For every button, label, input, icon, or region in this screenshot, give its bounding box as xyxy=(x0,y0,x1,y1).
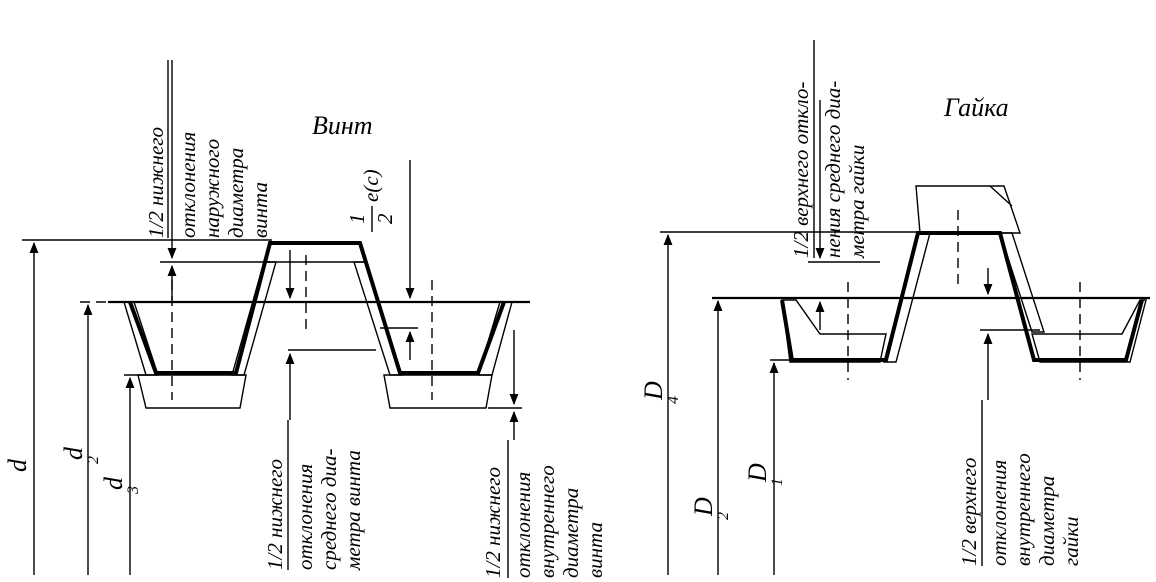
nut-crest-zone xyxy=(915,185,1021,234)
screw-profile xyxy=(22,60,530,575)
note-outer-line-5: винта xyxy=(248,182,272,238)
label-d: d xyxy=(3,458,32,472)
screw-nominal-profile xyxy=(128,241,506,375)
nut-note-mean: 1/2 верхнего откло- нения среднего диа- … xyxy=(789,81,869,259)
screw-root-left-zone xyxy=(137,374,247,409)
note-inner-line-4: диаметра xyxy=(559,488,583,578)
label-D4-main: D xyxy=(639,381,668,401)
nut-crest-break xyxy=(989,185,1013,207)
note-mean-dia: 1/2 нижнего отклонения среднего диа- мет… xyxy=(263,448,365,571)
label-D2-sub: 2 xyxy=(715,512,732,520)
note-outer-dia: 1/2 нижнего отклонения наружного диаметр… xyxy=(144,127,272,238)
note-outer-line-3: наружного xyxy=(200,139,224,238)
note-inner-line-2: отклонения xyxy=(511,472,535,578)
note-outer-line-2: отклонения xyxy=(176,132,200,238)
note-mean-line-4: метра винта xyxy=(341,450,365,571)
nut-note-inner-line-3: внутреннего xyxy=(1011,453,1035,566)
note-ec-num: 1 xyxy=(345,214,369,225)
nut-note-mean-line-2: нения среднего диа- xyxy=(821,81,845,258)
screw-title: Винт xyxy=(312,111,373,140)
nut-note-mean-line-3: метра гайки xyxy=(845,145,869,259)
note-mean-line-1: 1/2 нижнего xyxy=(263,459,287,570)
nut-note-inner: 1/2 верхнего отклонения внутреннего диам… xyxy=(957,453,1083,566)
nut-note-mean-line-1: 1/2 верхнего откло- xyxy=(789,82,813,258)
nut-root-left-zone xyxy=(781,299,887,363)
note-outer-line-1: 1/2 нижнего xyxy=(144,127,168,238)
note-mean-line-2: отклонения xyxy=(293,464,317,570)
screw-crest-zone xyxy=(263,242,367,263)
note-mean-line-3: среднего диа- xyxy=(317,448,341,570)
label-d3-sub: 3 xyxy=(125,486,142,495)
label-d3: d 3 xyxy=(99,476,142,495)
note-ec: 1 2 e(c) xyxy=(345,169,397,232)
note-outer-line-4: диаметра xyxy=(224,148,248,238)
note-inner-dia: 1/2 нижнего отклонения внутреннего диаме… xyxy=(481,465,607,578)
label-D4: D 4 xyxy=(639,381,682,404)
note-ec-text: e(c) xyxy=(359,169,383,202)
label-d3-main: d xyxy=(99,476,128,490)
label-d2-sub: 2 xyxy=(85,456,102,464)
screw-root-right-zone xyxy=(383,374,493,409)
label-D4-sub: 4 xyxy=(665,396,682,404)
label-D2: D 2 xyxy=(689,497,732,520)
nut-nominal-profile xyxy=(780,231,1144,362)
nut-profile xyxy=(660,100,1150,575)
nut-note-inner-line-1: 1/2 верхнего xyxy=(957,458,981,566)
label-D1: D 1 xyxy=(743,463,786,486)
label-d2-main: d xyxy=(59,446,88,460)
nut-title: Гайка xyxy=(943,93,1009,122)
label-D1-main: D xyxy=(743,463,772,483)
label-D1-sub: 1 xyxy=(769,478,786,486)
nut-note-inner-line-4: диаметра xyxy=(1035,476,1059,566)
note-inner-line-3: внутреннего xyxy=(535,465,559,578)
nut-note-inner-line-5: гайки xyxy=(1059,516,1083,566)
note-ec-den: 2 xyxy=(373,213,397,224)
label-d2: d 2 xyxy=(59,446,102,464)
nut-note-inner-line-2: отклонения xyxy=(987,460,1011,566)
label-D2-main: D xyxy=(689,497,718,517)
note-inner-line-5: винта xyxy=(583,522,607,578)
note-inner-line-1: 1/2 нижнего xyxy=(481,467,505,578)
